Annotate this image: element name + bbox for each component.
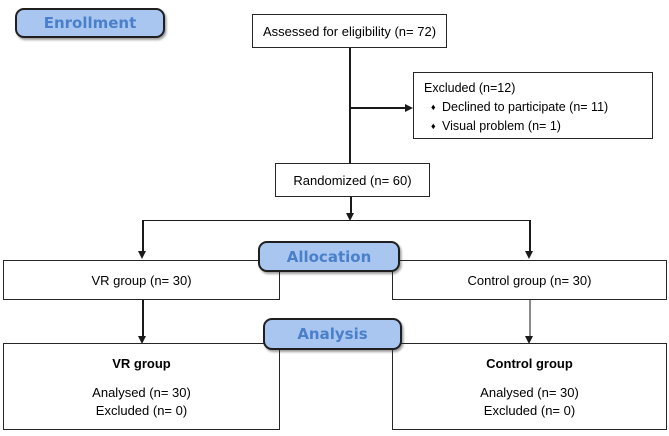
- excluded-bullet-row: ♦ Visual problem (n= 1): [424, 117, 642, 136]
- control-allocation-label: Control group (n= 30): [467, 272, 592, 288]
- arrowhead-down-icon: [525, 336, 533, 344]
- assessed-label: Assessed for eligibility (n= 72): [262, 23, 437, 39]
- control-allocation-box: Control group (n= 30): [392, 260, 667, 300]
- excluded-bullet-row: ♦ Declined to participate (n= 11): [424, 98, 642, 117]
- arrowhead-down-icon: [138, 251, 146, 259]
- connector-control-analysis: [528, 300, 531, 336]
- control-analysis-title: Control group: [486, 356, 573, 371]
- arrowhead-down-icon: [346, 213, 354, 221]
- arrowhead-down-icon: [525, 251, 533, 259]
- split-line: [142, 219, 531, 221]
- excluded-bullet-1: Declined to participate (n= 11): [442, 100, 609, 114]
- control-analysis-line-1: Analysed (n= 30): [480, 385, 579, 400]
- randomized-box: Randomized (n= 60): [275, 163, 430, 197]
- diamond-bullet-icon: ♦: [431, 121, 436, 131]
- control-analysis-line-2: Excluded (n= 0): [483, 403, 576, 418]
- vr-analysis-box: VR group Analysed (n= 30) Excluded (n= 0…: [3, 343, 280, 430]
- allocation-badge-label: Allocation: [286, 247, 372, 266]
- vr-allocation-label: VR group (n= 30): [91, 272, 192, 288]
- analysis-badge-label: Analysis: [297, 325, 368, 343]
- diamond-bullet-icon: ♦: [431, 102, 436, 112]
- vr-allocation-box: VR group (n= 30): [3, 260, 280, 300]
- connector-split-vr: [142, 220, 144, 251]
- excluded-title: Excluded (n=12): [424, 81, 516, 95]
- enrollment-badge-label: Enrollment: [43, 14, 137, 32]
- excluded-bullet-2: Visual problem (n= 1): [442, 119, 561, 133]
- connector-vr-analysis: [142, 300, 144, 336]
- control-analysis-box: Control group Analysed (n= 30) Excluded …: [392, 343, 667, 430]
- vr-analysis-line-2: Excluded (n= 0): [95, 403, 188, 418]
- allocation-badge: Allocation: [258, 241, 400, 272]
- connector-split-control: [529, 220, 531, 251]
- connector-randomized-split: [350, 197, 352, 213]
- arrowhead-right-icon: [405, 103, 413, 112]
- connector-to-excluded: [350, 107, 406, 109]
- excluded-box: Excluded (n=12) ♦ Declined to participat…: [413, 72, 653, 139]
- vr-analysis-line-1: Analysed (n= 30): [92, 385, 191, 400]
- vr-analysis-title: VR group: [112, 356, 171, 371]
- analysis-badge: Analysis: [263, 318, 402, 350]
- enrollment-badge: Enrollment: [15, 8, 165, 38]
- assessed-box: Assessed for eligibility (n= 72): [252, 14, 447, 48]
- randomized-label: Randomized (n= 60): [293, 172, 412, 188]
- arrowhead-down-icon: [138, 336, 146, 344]
- connector-assessed-randomized: [349, 48, 351, 163]
